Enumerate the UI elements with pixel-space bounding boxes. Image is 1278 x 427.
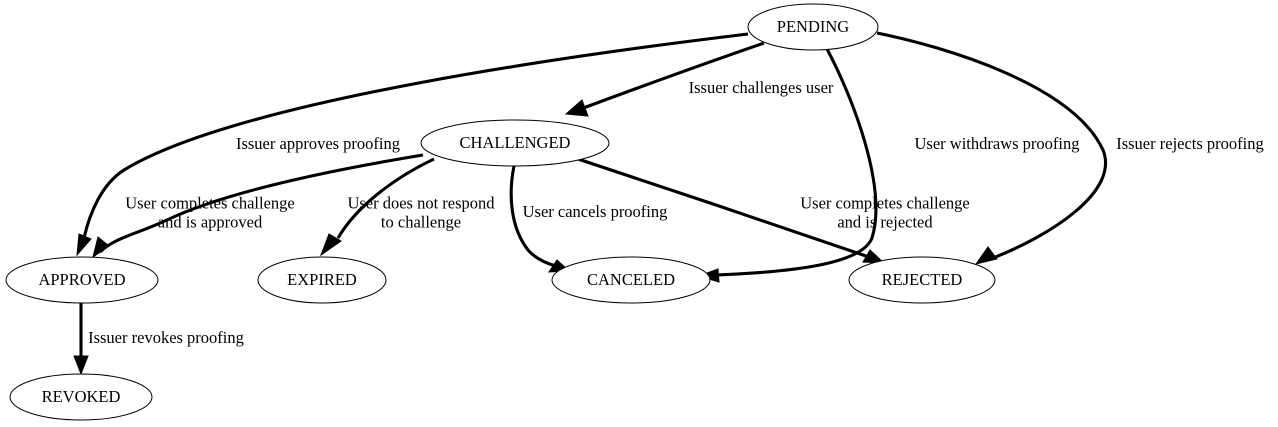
edge-label-approved-revoked: Issuer revokes proofing	[88, 328, 244, 347]
node-shape[interactable]	[848, 256, 996, 304]
node-label: CHALLENGED	[460, 133, 571, 152]
arrowhead-icon	[564, 99, 589, 117]
edge-label-text: to challenge	[381, 212, 461, 231]
edge-line	[336, 157, 435, 239]
edge-line	[876, 31, 1107, 260]
edge-label-text: User withdraws proofing	[915, 134, 1080, 153]
node-shape[interactable]	[420, 119, 610, 167]
node-label: EXPIRED	[287, 270, 357, 289]
edge-label-pending-rejected: Issuer rejects proofing	[1116, 134, 1264, 153]
edge-label-text: and is approved	[158, 212, 263, 231]
edge-approved-revoked	[73, 303, 89, 376]
node-label: CANCELED	[587, 270, 675, 289]
edge-line	[577, 41, 765, 112]
edge-challenged-expired	[319, 157, 435, 257]
node-shape[interactable]	[551, 256, 711, 304]
edge-label-challenged-canceled: User cancels proofing	[523, 202, 668, 221]
edge-label-text: User does not respond	[347, 193, 495, 212]
edge-label-text: Issuer challenges user	[689, 78, 834, 97]
node-label: PENDING	[777, 17, 849, 36]
node-rejected[interactable]: REJECTED	[848, 256, 996, 304]
edge-label-text: User cancels proofing	[523, 202, 668, 221]
edge-label-text: and is rejected	[837, 212, 933, 231]
edge-challenged-approved	[92, 153, 424, 259]
node-challenged[interactable]: CHALLENGED	[420, 119, 610, 167]
edges-layer	[73, 31, 1107, 376]
edge-pending-challenged	[564, 41, 765, 117]
edge-label-text: Issuer revokes proofing	[88, 328, 244, 347]
arrowhead-icon	[92, 236, 110, 259]
node-canceled[interactable]: CANCELED	[551, 256, 711, 304]
node-label: REVOKED	[42, 387, 121, 406]
node-expired[interactable]: EXPIRED	[257, 256, 387, 304]
edge-label-pending-approved: Issuer approves proofing	[236, 134, 400, 153]
arrowhead-icon	[319, 233, 342, 257]
node-approved[interactable]: APPROVED	[5, 256, 159, 304]
edge-line	[715, 48, 878, 277]
arrowhead-icon	[73, 355, 89, 376]
node-label: APPROVED	[38, 270, 125, 289]
edge-line	[509, 165, 557, 268]
edge-label-text: Issuer approves proofing	[236, 134, 400, 153]
edge-label-text: User completes challenge	[800, 193, 970, 212]
node-revoked[interactable]: REVOKED	[9, 373, 153, 421]
node-shape[interactable]	[257, 256, 387, 304]
edge-line	[82, 32, 749, 239]
edge-label-pending-challenged: Issuer challenges user	[689, 78, 834, 97]
arrowhead-icon	[974, 246, 998, 265]
edge-label-text: User completes challenge	[125, 193, 295, 212]
edge-label-pending-canceled: User withdraws proofing	[915, 134, 1080, 153]
node-pending[interactable]: PENDING	[747, 3, 879, 51]
nodes-layer: PENDING CHALLENGED APPROVED EXPIRED CANCELED…	[5, 3, 996, 421]
node-label: REJECTED	[882, 270, 963, 289]
edge-pending-approved	[76, 32, 749, 257]
edge-line	[98, 153, 424, 254]
edge-line	[574, 156, 867, 258]
edge-label-text: Issuer rejects proofing	[1116, 134, 1264, 153]
edge-pending-rejected	[876, 31, 1107, 265]
node-shape[interactable]	[747, 3, 879, 51]
arrowhead-icon	[76, 233, 92, 257]
node-shape[interactable]	[9, 373, 153, 421]
node-shape[interactable]	[5, 256, 159, 304]
